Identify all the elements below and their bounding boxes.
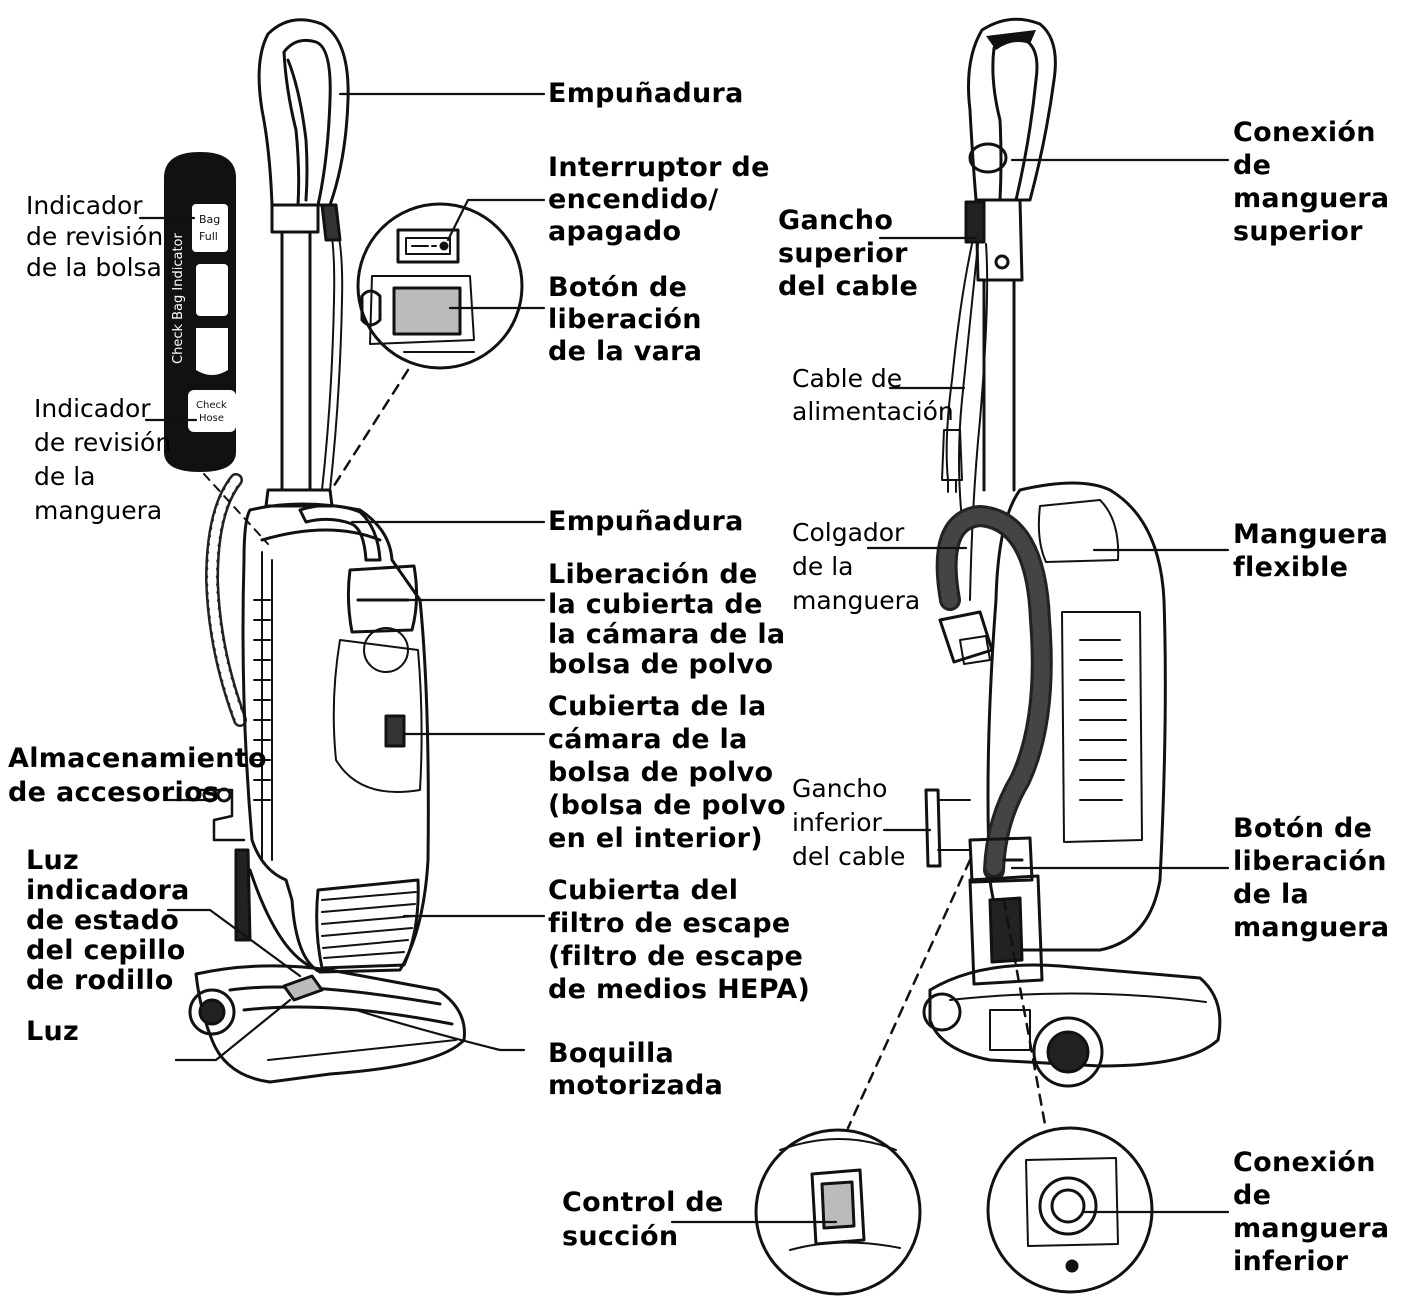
panel-dashed-leader (203, 473, 269, 545)
back-handle-shape (967, 17, 1057, 202)
switch-dashed-leader (328, 368, 410, 494)
power-switch-detail-illustration (356, 202, 524, 370)
label-handle-carry: Empuñadura (548, 506, 744, 537)
label-light: Luz (26, 1016, 80, 1047)
back-wheel-shape (1032, 1016, 1104, 1088)
panel-vertical-text: Check Bag Indicator (171, 233, 186, 364)
label-accessory-storage: Almacenamiento de accesorios (8, 743, 267, 808)
label-brushroll-light: Luz indicadora de estado del cepillo de … (26, 845, 190, 996)
label-power-switch: Interruptor de encendido/ apagado (548, 152, 770, 247)
label-lower-cord-hook: Gancho inferior del cable (792, 774, 906, 871)
panel-hose-text-2: Hose (199, 413, 224, 424)
label-flexible-hose: Manguera flexible (1233, 519, 1389, 583)
leader-brushroll-light (166, 908, 302, 978)
panel-hose-text-1: Check (196, 400, 227, 411)
back-vacuum-illustration (922, 17, 1222, 1088)
leader-nozzle (354, 1008, 526, 1052)
handle-grip-shape (257, 18, 350, 207)
label-handle-top: Empuñadura (548, 78, 744, 109)
wand-shape (270, 203, 320, 234)
label-exhaust-filter: Cubierta del filtro de escape (filtro de… (548, 875, 811, 1005)
suction-dashed-leader (846, 858, 972, 1130)
panel-bag-text-2: Full (199, 230, 218, 243)
label-hose-release: Botón de liberación de la manguera (1233, 813, 1390, 943)
nozzle-shape (194, 964, 466, 1084)
label-nozzle: Boquilla motorizada (548, 1038, 724, 1101)
leader-lines (138, 92, 1230, 1224)
exhaust-grill-shape (315, 878, 420, 970)
label-suction-control: Control de succión (562, 1187, 724, 1252)
label-upper-cord-hook: Gancho superior del cable (778, 205, 919, 302)
leader-power-switch (446, 198, 546, 242)
label-hose-indicator: Indicador de revisión de la manguera (34, 394, 172, 525)
back-nozzle-shape (928, 963, 1222, 1068)
panel-bag-text-1: Bag (199, 213, 220, 226)
lower-hose-dashed-leader (1002, 898, 1048, 1132)
suction-control-detail-illustration (754, 1128, 922, 1296)
label-lower-hose-connection: Conexión de manguera inferior (1233, 1147, 1390, 1277)
lower-hose-detail-illustration (986, 1126, 1154, 1294)
label-dust-cover: Cubierta de la cámara de la bolsa de pol… (548, 691, 786, 854)
label-upper-hose-connection: Conexión de manguera superior (1233, 117, 1390, 247)
label-dust-cover-release: Liberación de la cubierta de la cámara d… (548, 559, 786, 680)
label-power-cord: Cable de alimentación (792, 364, 954, 426)
label-bag-indicator: Indicador de revisión de la bolsa (26, 191, 164, 282)
front-wheel-shape (188, 988, 236, 1036)
indicator-panel-illustration (164, 152, 236, 472)
front-vacuum-illustration (188, 18, 466, 1084)
cord-shape (319, 204, 344, 491)
label-wand-release: Botón de liberación de la vara (548, 272, 703, 367)
leader-light (174, 998, 292, 1062)
back-body-shape (986, 481, 1167, 952)
label-hose-hanger: Colgador de la manguera (792, 518, 921, 615)
